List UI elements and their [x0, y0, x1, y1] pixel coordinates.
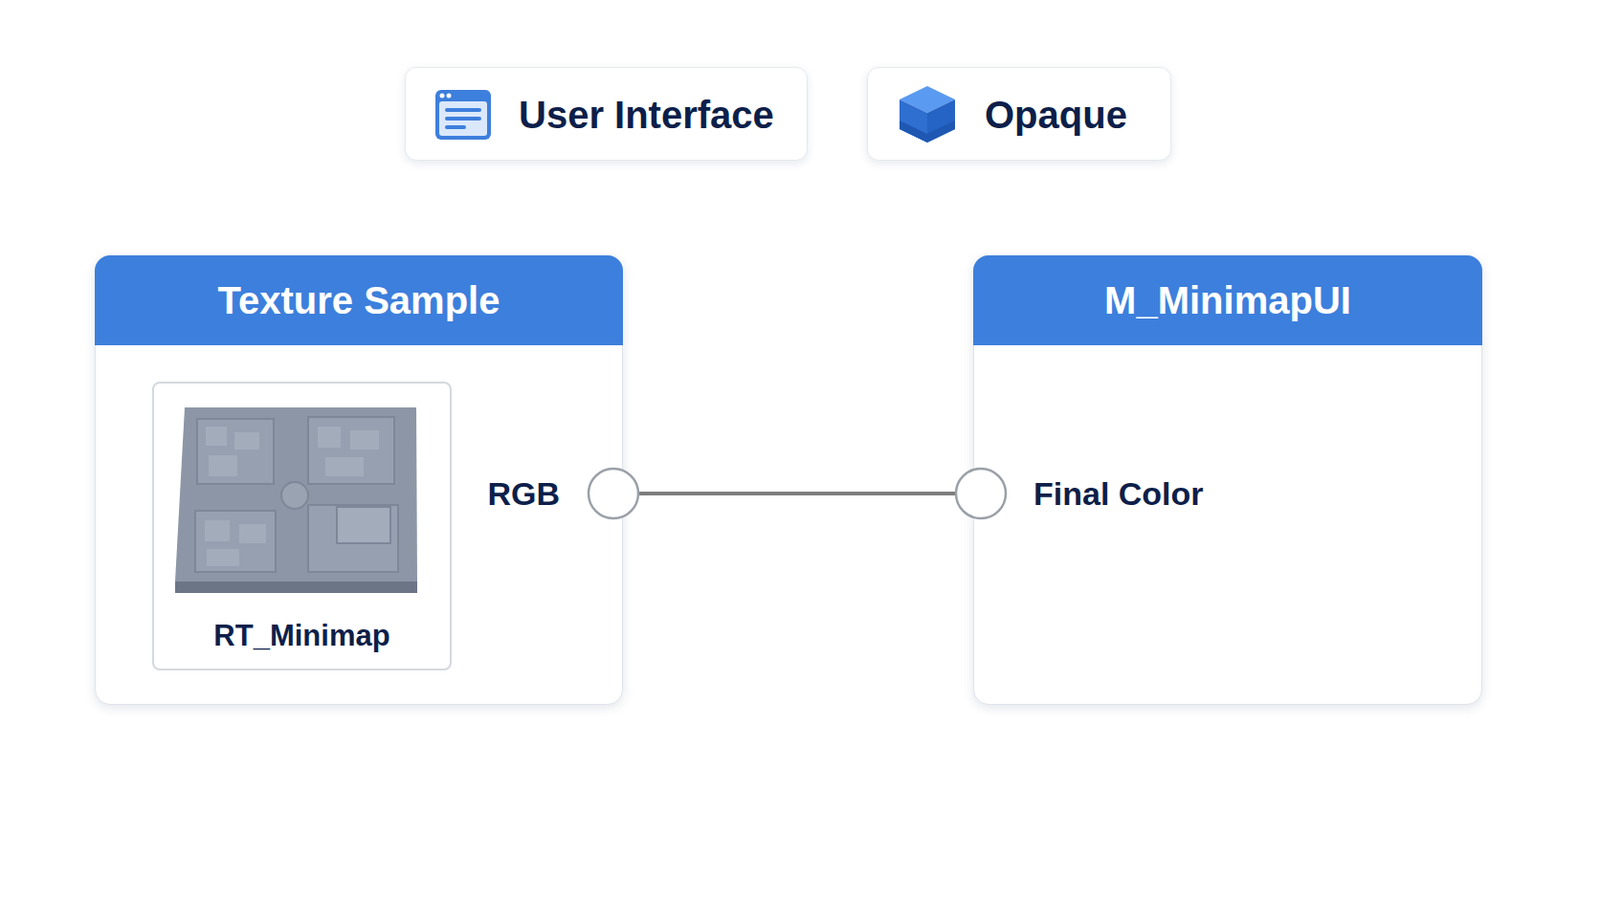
blend-mode-badge: Opaque: [866, 66, 1172, 161]
badge-label: Opaque: [984, 93, 1128, 137]
texture-name: RT_Minimap: [154, 619, 450, 654]
badge-label: User Interface: [518, 93, 775, 137]
texture-thumbnail: RT_Minimap: [152, 381, 452, 671]
material-domain-badge: User Interface: [404, 66, 808, 161]
node-title: M_MinimapUI: [974, 256, 1482, 346]
texture-sample-node: Texture SampleRGB RT_Minimap: [94, 255, 623, 706]
pin-label: RGB: [487, 474, 560, 513]
node-title: Texture Sample: [95, 256, 623, 346]
pin-connector: [588, 468, 1006, 519]
material-output-node: M_MinimapUI Final Color: [973, 255, 1483, 706]
pin-label: Final Color: [1033, 474, 1204, 513]
